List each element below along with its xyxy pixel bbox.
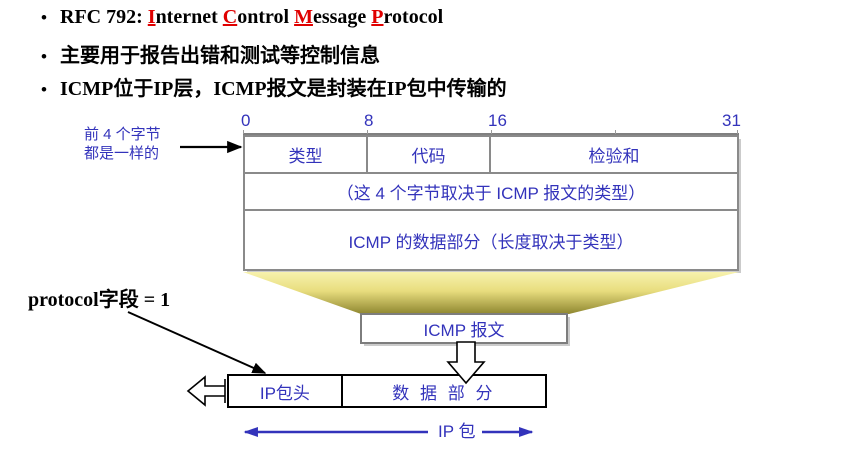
bullet-item-layer: • ICMP位于IP层，ICMP报文是封装在IP包中传输的 — [38, 72, 838, 105]
ip-packet-left-arrow-icon — [186, 375, 226, 407]
bullet-list: • RFC 792: Internet Control Message Prot… — [38, 6, 838, 105]
icmp-message-box: ICMP 报文 — [360, 313, 568, 344]
rfc-initial-p: P — [371, 6, 384, 28]
rfc-word-protocol: rotocol — [383, 6, 444, 28]
cell-variable-bytes: （这 4 个字节取决于 ICMP 报文的类型） — [336, 184, 646, 203]
cell-checksum: 检验和 — [588, 147, 640, 166]
bullet-marker-icon: • — [41, 80, 47, 99]
icmp-header-row-fields: 类型 代码 检验和 — [245, 137, 737, 174]
bullet-item-purpose: • 主要用于报告出错和测试等控制信息 — [38, 39, 838, 72]
ruler-tick-16 — [491, 130, 492, 134]
bit-label-8: 8 — [364, 111, 374, 130]
bit-label-31: 31 — [722, 111, 741, 130]
bullet-marker-icon: • — [41, 47, 47, 66]
cell-code: 代码 — [368, 137, 491, 172]
rfc-initial-m: M — [294, 6, 313, 28]
bit-label-16: 16 — [488, 111, 507, 130]
funnel-shape-icon — [243, 272, 739, 314]
ruler-tick-31 — [737, 130, 738, 134]
icmp-header-row-data: ICMP 的数据部分（长度取决于类型） — [245, 211, 737, 269]
protocol-arrow-icon — [127, 311, 267, 374]
ip-header-cell: IP包头 — [229, 376, 343, 406]
ruler-tick-0 — [243, 130, 244, 134]
icmp-header-row-variable: （这 4 个字节取决于 ICMP 报文的类型） — [245, 174, 737, 211]
ruler-tick-24 — [615, 130, 616, 134]
cell-icmp-data: ICMP 的数据部分（长度取决于类型） — [348, 232, 634, 252]
bullet-text-layer: ICMP位于IP层，ICMP报文是封装在IP包中传输的 — [60, 78, 507, 100]
rfc-word-message: essage — [312, 6, 372, 28]
bullet-marker-icon: • — [41, 8, 47, 27]
ip-packet-row: IP包头 数 据 部 分 — [227, 374, 547, 408]
rfc-initial-i: I — [147, 6, 156, 28]
ip-packet-span-label: IP 包 — [432, 421, 482, 444]
icmp-header-table: 类型 代码 检验和 （这 4 个字节取决于 ICMP 报文的类型） ICMP 的… — [243, 135, 739, 271]
bit-ruler-line — [243, 130, 739, 135]
ip-data-cell: 数 据 部 分 — [392, 383, 496, 403]
bullet-text-rfc: RFC 792: Internet Control Message Protoc… — [60, 6, 443, 29]
bullet-text-purpose: 主要用于报告出错和测试等控制信息 — [60, 45, 380, 67]
first-four-bytes-annotation: 前 4 个字节 都是一样的 — [84, 126, 161, 164]
rfc-initial-c: C — [222, 6, 238, 28]
cell-type: 类型 — [245, 137, 368, 172]
annotation-line-2: 都是一样的 — [84, 144, 160, 162]
rfc-prefix: RFC 792: — [60, 6, 148, 28]
rfc-word-control: ontrol — [237, 6, 295, 28]
annotation-line-1: 前 4 个字节 — [84, 126, 161, 143]
rfc-word-internet: nternet — [155, 6, 223, 28]
bit-label-0: 0 — [241, 111, 251, 130]
protocol-field-label: protocol字段 = 1 — [28, 289, 171, 311]
ruler-tick-8 — [367, 130, 368, 134]
bullet-item-rfc: • RFC 792: Internet Control Message Prot… — [38, 6, 838, 39]
